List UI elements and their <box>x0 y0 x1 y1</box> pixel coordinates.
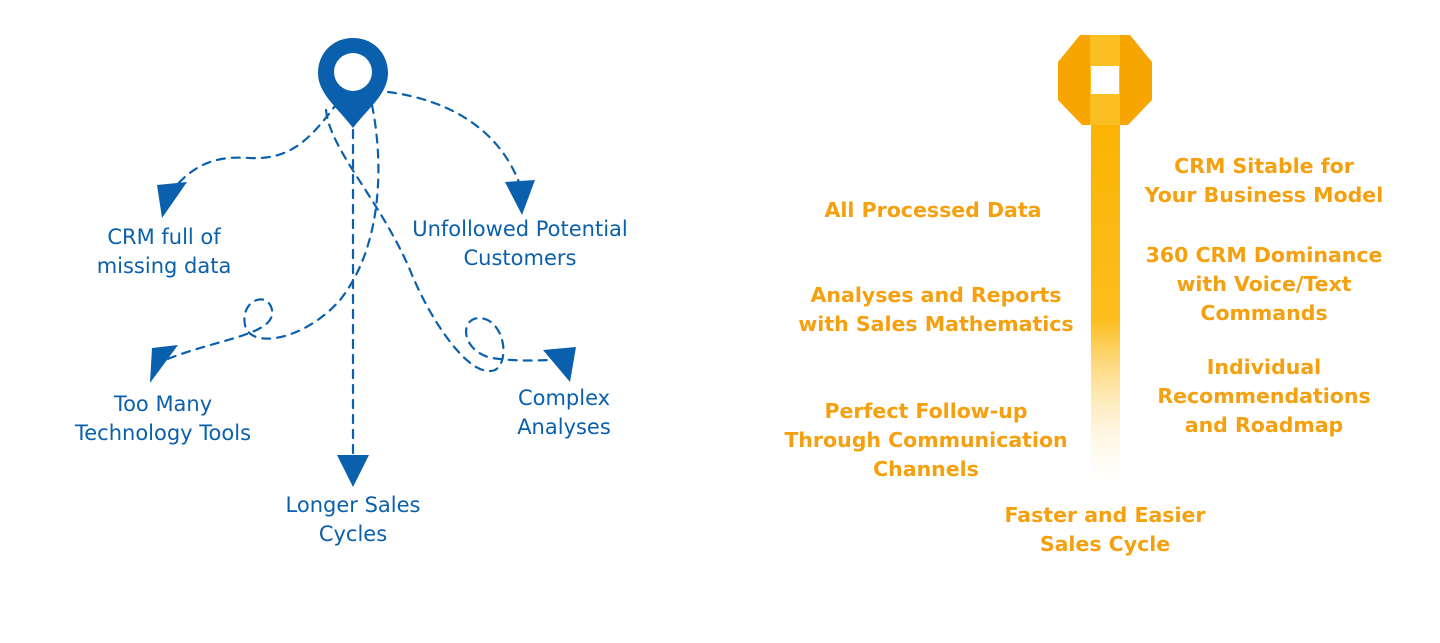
label-crm-missing-data: CRM full of missing data <box>96 225 232 278</box>
arrowheads <box>150 180 576 487</box>
label-crm-360: 360 CRM Dominance with Voice/Text Comman… <box>1145 243 1383 325</box>
label-perfect-followup: Perfect Follow-up Through Communication … <box>784 399 1068 481</box>
map-pin-icon <box>318 38 388 128</box>
arrowhead-crm-missing <box>157 182 187 218</box>
label-individual-recommendations: Individual Recommendations and Roadmap <box>1157 355 1371 437</box>
arrowhead-longer-cycles <box>337 455 369 487</box>
label-longer-sales-cycles: Longer Sales Cycles <box>285 493 421 546</box>
arrowhead-too-many-tools <box>150 345 178 383</box>
arrowhead-complex <box>543 347 576 382</box>
dashed-paths <box>163 90 557 460</box>
label-crm-suitable: CRM Sitable for Your Business Model <box>1144 154 1384 207</box>
label-too-many-tools: Too Many Technology Tools <box>74 392 252 445</box>
path-to-unfollowed <box>386 90 522 187</box>
label-unfollowed-customers: Unfollowed Potential Customers <box>412 217 628 270</box>
road-marker-icon <box>1058 35 1152 500</box>
label-faster-sales-cycle: Faster and Easier Sales Cycle <box>1004 503 1206 556</box>
label-analyses-reports: Analyses and Reports with Sales Mathemat… <box>798 283 1074 336</box>
arrowhead-unfollowed <box>505 180 535 215</box>
label-all-processed-data: All Processed Data <box>824 198 1042 222</box>
label-complex-analyses: Complex Analyses <box>517 386 611 439</box>
path-to-crm-missing <box>166 100 340 197</box>
path-to-complex <box>324 108 557 373</box>
path-to-too-many-tools <box>163 103 380 362</box>
